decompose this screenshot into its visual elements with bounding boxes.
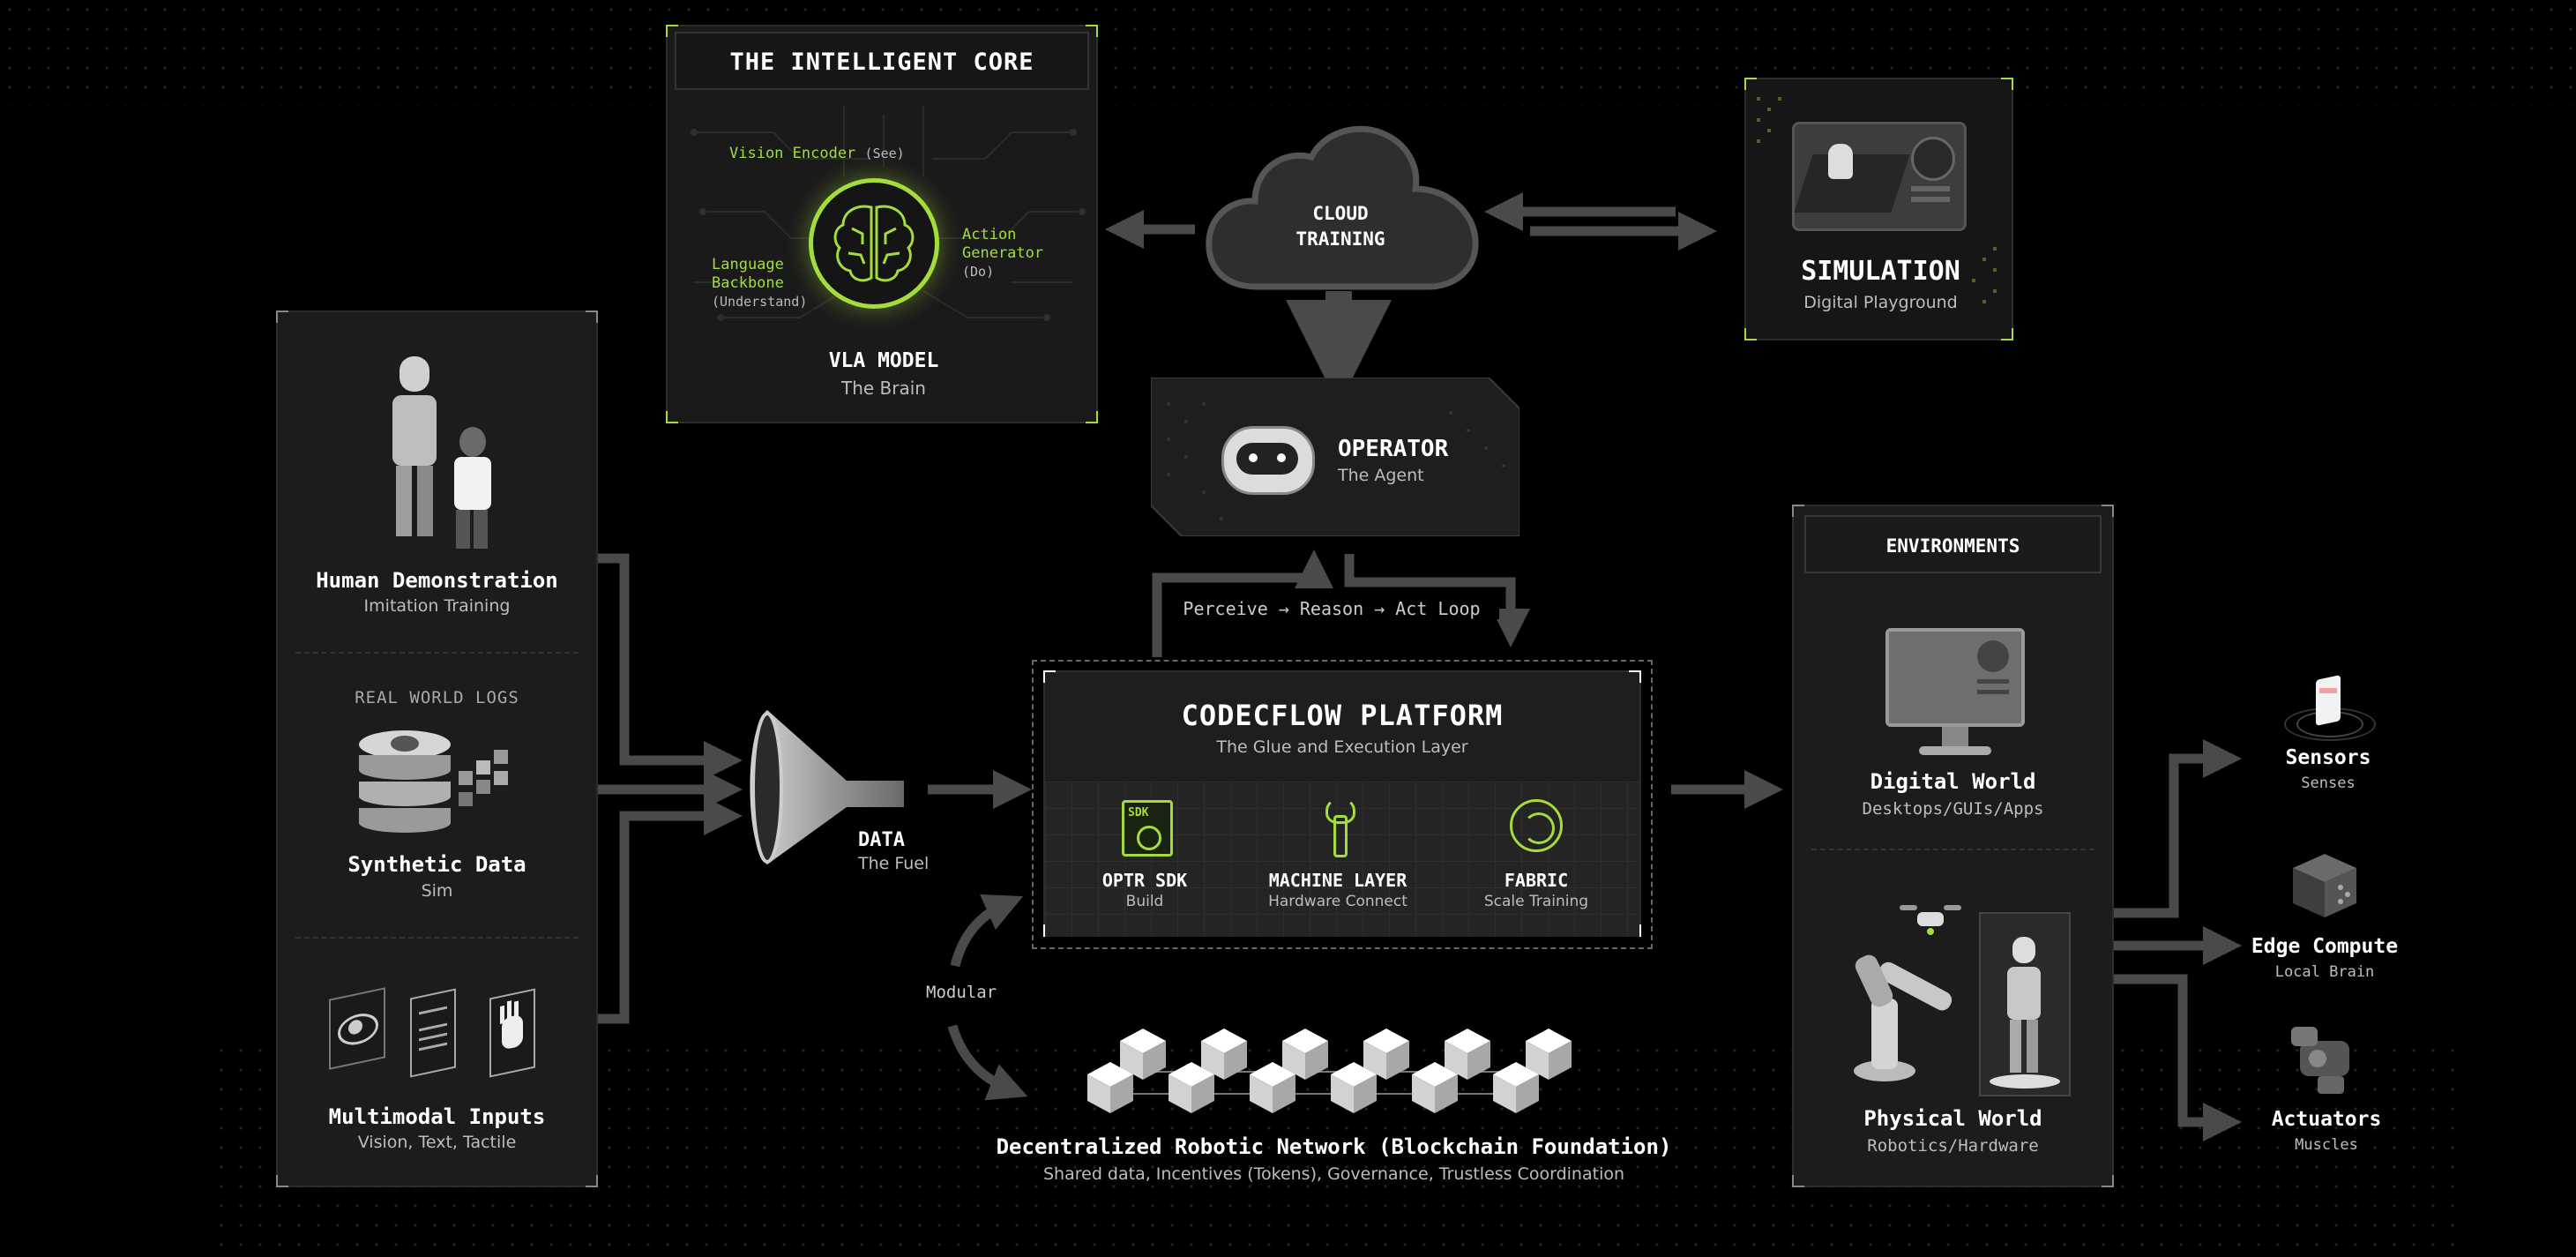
fabric-sub: Scale Training	[1483, 893, 1589, 910]
digital-world-sub: Desktops/GUIs/Apps	[1862, 799, 2044, 819]
optr-sdk-title: OPTR SDK	[1101, 870, 1188, 891]
simulation-panel: SIMULATION Digital Playground	[1744, 78, 2013, 340]
platform-sub: The Glue and Execution Layer	[1216, 737, 1468, 757]
tactile-hand-icon	[489, 988, 535, 1078]
dot-texture-top	[0, 0, 2576, 106]
intelligent-core-panel: THE INTELLIGENT CORE Vision Encoder (See…	[666, 25, 1098, 423]
cloud-icon	[1206, 125, 1479, 290]
actuators-sub: Muscles	[2295, 1136, 2358, 1154]
operator-title: OPERATOR	[1338, 436, 1449, 462]
modular-label: Modular	[926, 983, 997, 1002]
data-sources-panel: Human Demonstration Imitation Training R…	[276, 311, 598, 1187]
vla-model-title: VLA MODEL	[828, 349, 939, 372]
arrow-operator-to-platform	[1344, 554, 1530, 647]
platform-title: CODECFLOW PLATFORM	[1181, 699, 1504, 732]
environments-title: ENVIRONMENTS	[1804, 515, 2102, 573]
fabric-title: FABRIC	[1504, 870, 1569, 891]
action-generator-label-1: Action	[962, 226, 1017, 243]
wrench-icon	[1320, 797, 1355, 857]
language-backbone-label-2: Backbone	[712, 274, 784, 292]
vision-encoder-note: (See)	[864, 146, 905, 161]
platform-dashed-frame	[1032, 660, 1653, 949]
simulation-title: SIMULATION	[1801, 256, 1960, 287]
loop-label: Perceive → Reason → Act Loop	[1164, 598, 1499, 619]
actuators-title: Actuators	[2271, 1108, 2382, 1131]
network-sub: Shared data, Incentives (Tokens), Govern…	[1042, 1164, 1625, 1184]
database-icon	[359, 730, 451, 833]
arrow-modular-to-platform	[950, 894, 1024, 968]
edge-compute-title: Edge Compute	[2251, 935, 2399, 958]
real-world-logs-label: REAL WORLD LOGS	[355, 688, 519, 707]
cloud-label-1: CLOUD	[1312, 203, 1369, 224]
codecflow-platform-panel: CODECFLOW PLATFORM The Glue and Executio…	[1043, 670, 1641, 937]
multimodal-inputs-sub: Vision, Text, Tactile	[357, 1133, 517, 1152]
optr-sdk-sub: Build	[1125, 893, 1164, 910]
blockchain-cubes-icon	[1087, 1029, 1572, 1113]
arrow-env-to-actuators	[2114, 974, 2242, 1141]
machine-layer-sub: Hardware Connect	[1268, 893, 1407, 910]
vision-eye-icon	[329, 987, 385, 1070]
arrow-env-to-sensors	[2114, 739, 2242, 918]
intelligent-core-title: THE INTELLIGENT CORE	[675, 32, 1089, 90]
brain-icon	[809, 178, 939, 309]
funnel-icon	[750, 710, 908, 864]
monitor-icon	[1885, 628, 2025, 759]
sensors-icon	[2284, 672, 2376, 743]
cloud-label-2: TRAINING	[1295, 228, 1385, 250]
edge-compute-sub: Local Brain	[2274, 963, 2375, 981]
arrow-multimodal-to-funnel	[598, 797, 743, 1024]
actuators-icon	[2291, 1025, 2362, 1099]
network-title: Decentralized Robotic Network (Blockchai…	[996, 1134, 1672, 1159]
sensors-sub: Senses	[2301, 774, 2356, 792]
robotic-arm-icon	[1836, 937, 1968, 1087]
sensors-title: Sensors	[2285, 746, 2371, 769]
physical-world-title: Physical World	[1863, 1106, 2042, 1131]
circuit-traces	[691, 106, 1086, 321]
synthetic-data-title: Synthetic Data	[347, 852, 526, 877]
sdk-badge: SDK	[1128, 806, 1149, 819]
language-backbone-label-1: Language	[712, 256, 784, 273]
multimodal-inputs-title: Multimodal Inputs	[328, 1104, 546, 1129]
digital-world-title: Digital World	[1870, 769, 2036, 794]
vla-model-sub: The Brain	[841, 378, 926, 399]
operator-panel: OPERATOR The Agent	[1151, 378, 1519, 536]
arrow-human-to-funnel	[598, 553, 743, 780]
robot-head-icon	[1221, 426, 1315, 495]
sdk-icon: SDK	[1122, 800, 1173, 857]
human-demonstration-icon	[384, 356, 498, 550]
human-demonstration-sub: Imitation Training	[363, 596, 511, 616]
text-document-icon	[410, 988, 456, 1078]
environments-panel: ENVIRONMENTS Digital World Desktops/GUIs…	[1792, 505, 2114, 1187]
divider-2	[295, 937, 579, 939]
cubes-icon	[459, 744, 511, 815]
physical-world-sub: Robotics/Hardware	[1867, 1136, 2039, 1156]
humanoid-robot-icon	[1979, 912, 2071, 1096]
data-sub: The Fuel	[858, 854, 930, 873]
vision-encoder-label: Vision Encoder	[729, 145, 856, 162]
synthetic-data-sub: Sim	[421, 881, 453, 901]
fabric-icon	[1510, 799, 1563, 852]
cloud-training: CLOUD TRAINING	[1204, 123, 1490, 296]
simulation-sub: Digital Playground	[1803, 293, 1958, 312]
data-title: DATA	[858, 829, 905, 851]
operator-sub: The Agent	[1338, 466, 1424, 485]
arrow-platform-to-operator	[1152, 550, 1333, 657]
human-demonstration-title: Human Demonstration	[316, 568, 558, 593]
green-pixel-dots	[1757, 97, 1997, 303]
action-generator-label-2: Generator	[962, 244, 1044, 262]
edge-compute-icon	[2291, 852, 2358, 919]
action-generator-note: (Do)	[962, 264, 995, 280]
simulation-screen-icon	[1792, 122, 1967, 231]
arrow-modular-to-network	[947, 1024, 1028, 1101]
divider-1	[295, 652, 579, 654]
language-backbone-note: (Understand)	[712, 294, 808, 310]
machine-layer-title: MACHINE LAYER	[1268, 870, 1407, 891]
drone-icon	[1900, 902, 1961, 937]
env-divider	[1811, 849, 2094, 850]
